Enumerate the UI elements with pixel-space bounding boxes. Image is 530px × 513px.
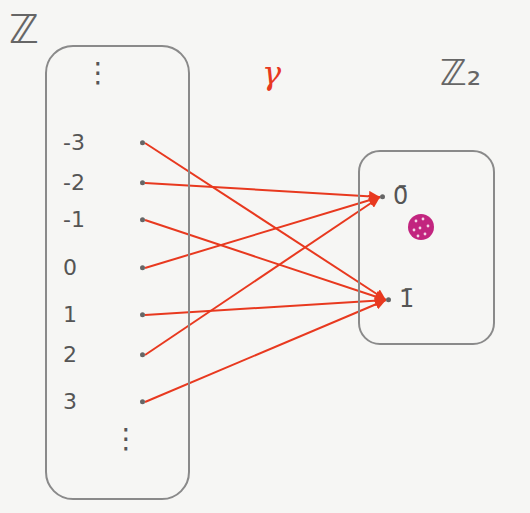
set-element: 2 xyxy=(63,342,145,367)
element-value: -1 xyxy=(63,207,85,232)
set-element: 0̄ xyxy=(380,183,408,211)
set-element: 3 xyxy=(63,389,145,414)
element-value: -2 xyxy=(63,170,85,195)
set-element: 0 xyxy=(63,255,145,280)
mapping-arrow xyxy=(145,183,380,197)
element-value: -3 xyxy=(63,130,85,155)
sticker-disc xyxy=(408,214,434,240)
set-element: 1 xyxy=(63,302,145,327)
sticker-dot xyxy=(422,218,425,221)
set-element: 1̄ xyxy=(386,286,414,314)
set-name: ℤ xyxy=(9,6,39,52)
sticker-dot xyxy=(427,225,430,228)
sticker-dot xyxy=(419,227,422,230)
element-value: 3 xyxy=(63,389,77,414)
mapping-arrow xyxy=(145,197,380,355)
element-value: 2 xyxy=(63,342,77,367)
element-dot xyxy=(140,352,145,357)
mapping-arrow xyxy=(145,143,386,300)
function-name: γ xyxy=(262,56,281,91)
set-element: -3 xyxy=(63,130,145,155)
sticker-dot xyxy=(424,233,427,236)
element-dot xyxy=(140,140,145,145)
set-element: -1 xyxy=(63,207,145,232)
set-box: ℤ₂0̄1̄ xyxy=(358,150,495,345)
element-dot xyxy=(386,298,391,303)
mapping-arrow xyxy=(145,197,380,268)
ellipsis: ⋮ xyxy=(112,424,140,455)
element-dot xyxy=(140,217,145,222)
element-dot xyxy=(140,180,145,185)
element-dot xyxy=(380,195,385,200)
element-value: 0 xyxy=(63,255,77,280)
mapping-arrow xyxy=(145,300,386,315)
pink-sticker xyxy=(408,214,434,240)
mapping-arrow xyxy=(145,300,386,402)
element-value: 1 xyxy=(63,302,77,327)
element-value: 0̄ xyxy=(393,183,408,211)
ellipsis: ⋮ xyxy=(84,58,112,89)
set-name: ℤ₂ xyxy=(440,52,481,93)
sticker-dot xyxy=(417,235,420,238)
sticker-dot xyxy=(413,229,416,232)
element-dot xyxy=(140,312,145,317)
element-dot xyxy=(140,265,145,270)
element-dot xyxy=(140,399,145,404)
sticker-dot xyxy=(415,220,418,223)
set-element: -2 xyxy=(63,170,145,195)
element-value: 1̄ xyxy=(399,286,414,314)
